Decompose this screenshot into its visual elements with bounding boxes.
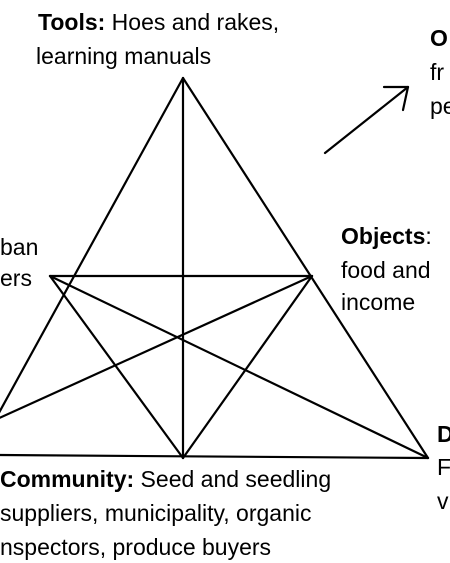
- community-heading: Community:: [0, 466, 135, 492]
- subjects-line2: ers: [0, 265, 32, 291]
- object-to-rules-line: [0, 274, 314, 419]
- tools-label: Tools: Hoes and rakes,: [38, 8, 279, 36]
- triangle-left-edge: [0, 76, 185, 414]
- outcome-line2: fr: [430, 59, 445, 85]
- division-line2: F: [437, 454, 450, 480]
- triangle-right-edge: [181, 76, 430, 460]
- community-line3: nspectors, produce buyers: [0, 534, 272, 560]
- division-line3: v: [437, 488, 449, 514]
- tools-line1: Hoes and rakes,: [105, 9, 280, 35]
- subject-to-base-line: [48, 274, 185, 460]
- triangle-base-edge: [0, 453, 430, 460]
- outcome-arrow-shaft: [323, 85, 410, 155]
- objects-line2: food and: [341, 257, 431, 283]
- tools-line2: learning manuals: [36, 43, 212, 69]
- community-line2: suppliers, municipality, organic: [0, 500, 312, 526]
- objects-line3: income: [341, 289, 416, 315]
- subjects-line1: ban: [0, 234, 39, 260]
- outcome-line3: pe: [430, 93, 450, 119]
- outcome-heading: O: [430, 25, 448, 51]
- objects-label: Objects:: [341, 222, 432, 250]
- object-to-base-line: [181, 274, 314, 460]
- community-label: Community: Seed and seedling: [0, 465, 331, 493]
- objects-colon: :: [425, 223, 432, 249]
- objects-heading: Objects: [341, 223, 426, 249]
- subject-to-division-line: [48, 274, 430, 460]
- community-line1: Seed and seedling: [134, 466, 332, 492]
- tools-heading: Tools:: [38, 9, 106, 35]
- division-heading: D: [437, 421, 450, 447]
- outcome-arrow-head-bottom: [401, 85, 410, 112]
